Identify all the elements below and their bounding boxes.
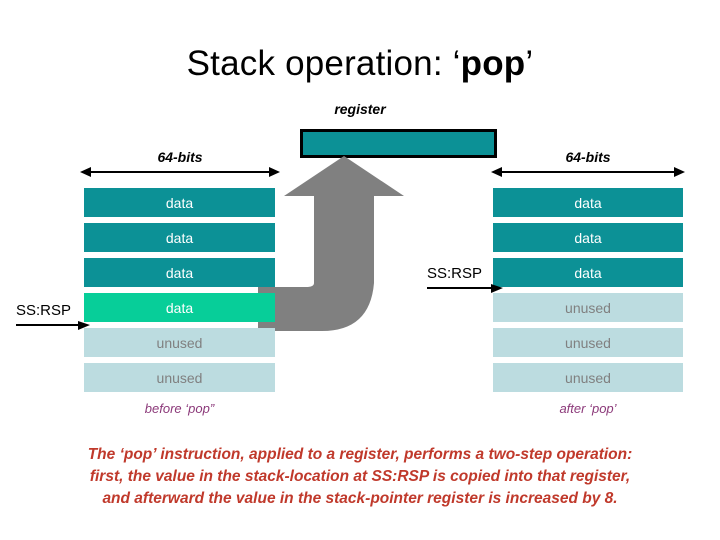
stack-cell: unused xyxy=(493,363,683,392)
stack-cell-top-of-stack: data xyxy=(84,293,275,322)
stack-before-pop: data data data data unused unused xyxy=(84,188,275,398)
stack-cell: unused xyxy=(493,328,683,357)
stack-pointer-text: SS:RSP xyxy=(16,302,72,319)
stack-pointer-label-after: SS:RSP xyxy=(427,265,503,293)
stack-cell: unused xyxy=(84,363,275,392)
caption-after: after ‘pop’ xyxy=(559,401,617,416)
stack-pointer-text: SS:RSP xyxy=(427,265,483,282)
right-width-label: 64-bits xyxy=(565,149,611,165)
stack-cell: unused xyxy=(84,328,275,357)
stack-pointer-label-before: SS:RSP xyxy=(16,302,90,330)
left-width-label: 64-bits xyxy=(157,149,203,165)
stack-cell: data xyxy=(493,188,683,217)
stack-cell: data xyxy=(84,258,275,287)
register-box xyxy=(300,129,497,158)
title-keyword: pop xyxy=(460,44,526,83)
stack-cell: unused xyxy=(493,293,683,322)
explanation-line-3: and afterward the value in the stack-poi… xyxy=(102,490,618,507)
stack-pointer-arrow-icon xyxy=(16,318,90,330)
title-prefix: Stack operation: ‘ xyxy=(186,44,461,83)
data-flow-arrow-icon xyxy=(258,156,434,332)
stack-pointer-arrow-icon xyxy=(427,281,503,293)
stack-cell: data xyxy=(493,223,683,252)
stack-cell-top-of-stack: data xyxy=(493,258,683,287)
explanation-text: The ‘pop’ instruction, applied to a regi… xyxy=(30,444,690,510)
left-width-measure-icon xyxy=(80,165,280,177)
explanation-line-1: The ‘pop’ instruction, applied to a regi… xyxy=(87,446,633,463)
stack-after-pop: data data data unused unused unused xyxy=(493,188,683,398)
title-suffix: ’ xyxy=(525,44,534,83)
stack-cell: data xyxy=(84,188,275,217)
register-label: register xyxy=(334,101,386,117)
caption-before: before ‘pop” xyxy=(144,401,215,416)
explanation-line-2: first, the value in the stack-location a… xyxy=(89,468,631,485)
page-title: Stack operation: ‘pop’ xyxy=(0,44,720,84)
right-width-measure-icon xyxy=(491,165,685,177)
stack-cell: data xyxy=(84,223,275,252)
